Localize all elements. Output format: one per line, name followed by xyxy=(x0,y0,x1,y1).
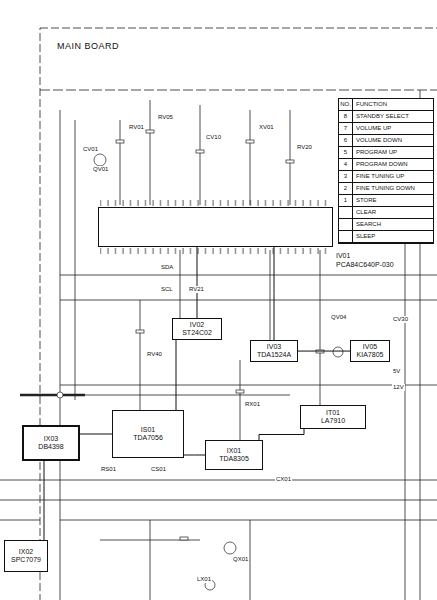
part-reference: IV02 xyxy=(190,321,204,329)
component-reference: RV01 xyxy=(128,124,145,131)
part-number: TDA7056 xyxy=(133,434,163,442)
part-reference: IV03 xyxy=(267,343,281,351)
function-name: SEARCH xyxy=(353,219,433,231)
part-number: KIA7805 xyxy=(357,351,384,359)
function-name: VOLUME DOWN xyxy=(353,135,433,147)
empty-cell xyxy=(339,207,353,219)
function-name: FINE TUNING UP xyxy=(353,171,433,183)
empty-cell xyxy=(339,219,353,231)
component-reference: RV20 xyxy=(296,144,313,151)
signal-processor-ic: IX01TDA8305 xyxy=(205,440,263,470)
signal-name: SCL xyxy=(160,286,174,293)
function-name: FINE TUNING DOWN xyxy=(353,183,433,195)
part-number: LA7910 xyxy=(321,417,345,425)
board-outline xyxy=(40,28,437,600)
component-reference: RX01 xyxy=(244,401,261,408)
part-number: SPC7079 xyxy=(11,556,41,564)
wire-connector xyxy=(176,340,177,410)
component-reference: RS01 xyxy=(100,466,117,473)
key-number: NO. xyxy=(339,99,353,111)
function-name: SLEEP xyxy=(353,231,433,243)
deflection-ic: IT01LA7910 xyxy=(300,405,366,429)
key-number: 4 xyxy=(339,159,353,171)
component-reference: CV10 xyxy=(205,134,222,141)
signal-name: 12V xyxy=(392,384,405,391)
component-reference: CS01 xyxy=(150,466,167,473)
audio-ic: IV03TDA1524A xyxy=(250,340,298,362)
function-name: CLEAR xyxy=(353,207,433,219)
signal-name: SDA xyxy=(160,264,174,271)
microcontroller-ic: IV01PCA84C640P-030 xyxy=(98,207,333,247)
key-number: 3 xyxy=(339,171,353,183)
part-number: TDA8305 xyxy=(219,455,249,463)
part-reference: IV05 xyxy=(363,343,377,351)
part-number: DB4398 xyxy=(38,443,63,451)
function-name: PROGRAM UP xyxy=(353,147,433,159)
part-number: TDA1524A xyxy=(257,351,291,359)
component-reference: QV04 xyxy=(330,314,347,321)
wire-connector xyxy=(298,351,350,352)
regulator-ic: IV05KIA7805 xyxy=(350,340,390,362)
component-reference: XV01 xyxy=(258,124,275,131)
signal-name: 5V xyxy=(392,368,401,375)
part-reference: IT01 xyxy=(326,409,340,417)
part-reference: IS01 xyxy=(141,426,155,434)
key-number: 2 xyxy=(339,183,353,195)
wire-connector xyxy=(44,461,45,540)
part-number: ST24C02 xyxy=(182,329,212,337)
wire-connector xyxy=(274,247,275,340)
wire-connector xyxy=(259,429,304,440)
module-ic: IX03DB4398 xyxy=(22,425,80,461)
wire-connector xyxy=(80,434,112,435)
function-name: VOLUME UP xyxy=(353,123,433,135)
part-reference: IX02 xyxy=(19,548,33,556)
component-reference: RV05 xyxy=(157,114,174,121)
function-name: STANDBY SELECT xyxy=(353,111,433,123)
amplifier-ic: IS01TDA7056 xyxy=(112,410,184,458)
part-reference: IX01 xyxy=(227,447,241,455)
component-reference: LX01 xyxy=(196,576,212,583)
component-reference: CV30 xyxy=(392,316,409,323)
empty-cell xyxy=(339,231,353,243)
key-number: 6 xyxy=(339,135,353,147)
component-reference: RV40 xyxy=(146,351,163,358)
key-number: 5 xyxy=(339,147,353,159)
key-number: 8 xyxy=(339,111,353,123)
key-number: 1 xyxy=(339,195,353,207)
component-reference: CV01 xyxy=(82,146,99,153)
part-reference: IX03 xyxy=(44,435,58,443)
component-reference: RV21 xyxy=(188,286,205,293)
key-number: 7 xyxy=(339,123,353,135)
key-function-table: NO.FUNCTION8STANDBY SELECT7VOLUME UP6VOL… xyxy=(338,98,434,244)
board-title: MAIN BOARD xyxy=(55,42,121,52)
function-name: FUNCTION xyxy=(353,99,433,111)
function-name: STORE xyxy=(353,195,433,207)
wire-connector xyxy=(197,247,198,318)
function-name: PROGRAM DOWN xyxy=(353,159,433,171)
part-reference: IV01 xyxy=(335,252,396,260)
eeprom-ic: IV02ST24C02 xyxy=(172,318,222,340)
part-number: PCA84C640P-030 xyxy=(335,261,396,269)
wire-connector xyxy=(184,455,205,456)
transistor-array-ic: IX02SPC7079 xyxy=(4,540,48,572)
component-reference: QV01 xyxy=(92,166,109,173)
component-reference: QX01 xyxy=(232,556,249,563)
component-reference: CX01 xyxy=(275,476,292,483)
